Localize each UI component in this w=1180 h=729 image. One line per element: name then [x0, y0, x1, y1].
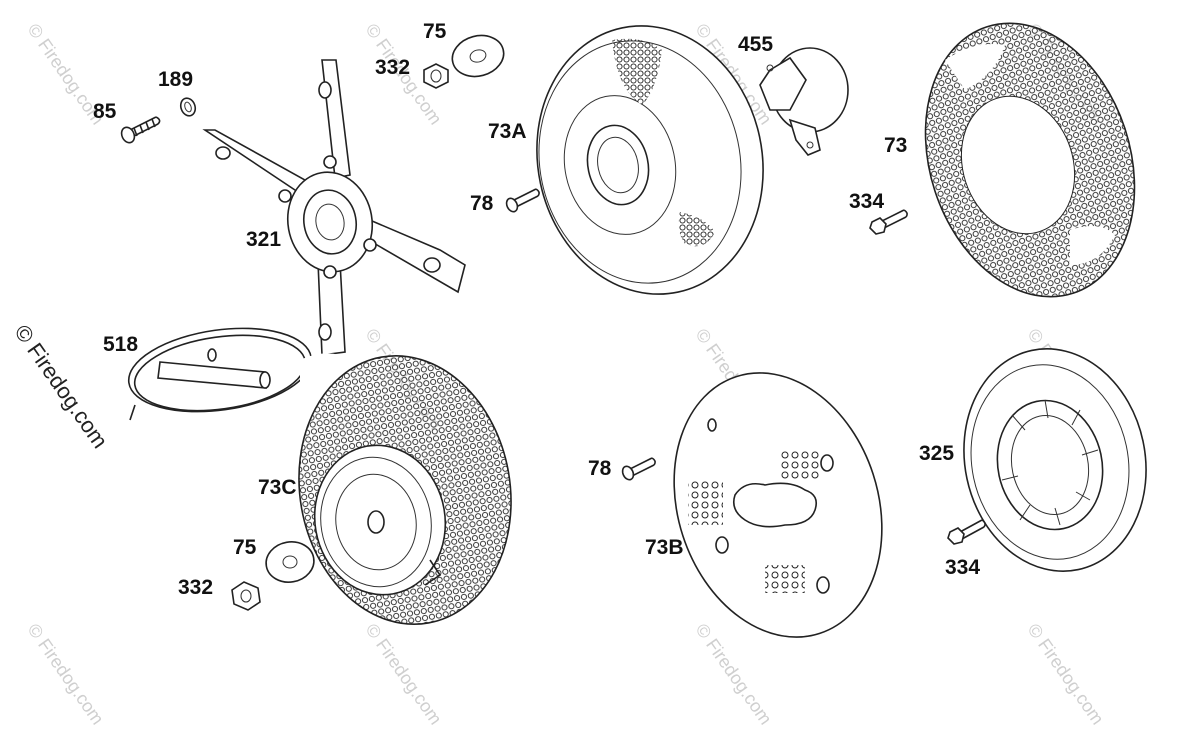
screw-334-top [869, 209, 908, 235]
screw-85 [120, 116, 161, 144]
label-73: 73 [884, 134, 908, 157]
label-78-top: 78 [470, 192, 494, 215]
parts-diagram: © Firedog.com © Firedog.com © Firedog.co… [10, 20, 1147, 728]
pulley-325 [963, 348, 1147, 572]
label-321: 321 [246, 228, 282, 251]
label-325: 325 [919, 442, 955, 465]
pulley-73C [298, 353, 512, 625]
nut-332-bottom [231, 581, 261, 611]
screen-73 [924, 22, 1136, 298]
label-73B: 73B [645, 536, 684, 559]
screw-78-bottom [621, 457, 656, 481]
bracket-455 [759, 47, 849, 156]
label-189: 189 [158, 68, 194, 91]
washer-75-bottom [265, 541, 315, 583]
pulley-73A [536, 25, 764, 295]
label-73A: 73A [488, 120, 527, 143]
screw-334-bottom [947, 519, 986, 545]
label-85: 85 [93, 100, 117, 123]
label-73C: 73C [258, 476, 297, 499]
label-332-top: 332 [375, 56, 411, 79]
plate-73B [673, 372, 883, 638]
screw-78-top [505, 188, 540, 213]
label-518: 518 [103, 333, 139, 356]
bracket-321 [202, 59, 466, 356]
label-334-top: 334 [849, 190, 885, 213]
parts-drawing [120, 22, 1147, 638]
label-455: 455 [738, 33, 774, 56]
label-75-top: 75 [423, 20, 447, 43]
rope-518 [127, 327, 313, 421]
label-78-bottom: 78 [588, 457, 612, 480]
lockwasher-189 [179, 97, 197, 117]
label-334-bottom: 334 [945, 556, 981, 579]
nut-332-top [423, 63, 449, 89]
washer-75-top [451, 34, 505, 78]
label-332-bottom: 332 [178, 576, 214, 599]
label-75-bottom: 75 [233, 536, 257, 559]
